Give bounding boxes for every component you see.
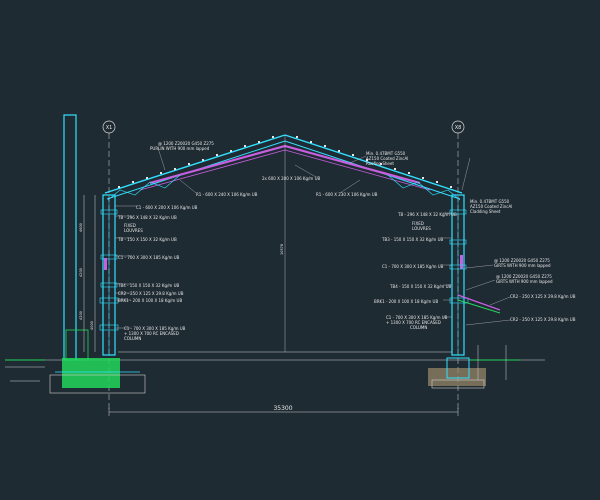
label-c1-left-base-1: C1 - 700 X 300 X 185 Kg/m UB xyxy=(124,326,186,331)
label-girts-3: @ 1200 Z20020 G450 Z275 xyxy=(496,274,552,279)
label-cr-right: CR2 - 250 X 125 X 29.8 Kg/m UB xyxy=(510,294,576,299)
label-cr-right-2: CR2 - 250 X 125 X 29.8 Kg/m UB xyxy=(510,317,576,322)
label-right-sheet-1: Min. 0.47BMT G550 xyxy=(470,199,510,204)
right-column-labels: Min. 0.47BMT G550 AZ150 Coated ZincAl Cl… xyxy=(374,199,576,330)
span-dimension: 35300 xyxy=(108,405,459,416)
label-purlin-top-2: PURLIN WITH 900 mm lapped xyxy=(150,146,210,151)
label-rafter-right: R1 - 600 X 230 X 106 Kg/m UB xyxy=(316,192,378,197)
label-brk-left: BRK1 - 200 X 100 X 18 Kg/m UB xyxy=(118,298,182,303)
label-left-col-top: C1 - 600 X 200 X 106 Kg/m UB xyxy=(136,205,198,210)
roof-rafters xyxy=(104,134,463,201)
label-c1-left-base-3: COLUMN xyxy=(124,336,141,341)
label-purlin-top: @ 1200 Z20020 G450 Z275 xyxy=(158,141,214,146)
right-column xyxy=(449,194,501,356)
height-dim-4: 4000 xyxy=(90,321,94,330)
left-foundation xyxy=(49,329,146,394)
label-c1-left-base-2: + 1300 X 700 RC ENCASED xyxy=(124,331,179,336)
right-small-dimensions xyxy=(477,345,507,380)
height-dim-2: 4200 xyxy=(79,268,83,277)
grid-label-x1: X1 xyxy=(106,125,113,131)
label-tb-left-1: TB - 296 X 148 X 32 Kg/m UB xyxy=(117,215,177,220)
label-right-sheet-2: AZ150 Coated ZincAl xyxy=(470,204,512,209)
label-girts-4: GIRTS WITH 900 mm lapped xyxy=(496,279,553,284)
label-roof-sheet-1: Min. 0.47BMT G550 xyxy=(366,151,406,156)
ridge-dimension: 10578 xyxy=(280,244,284,255)
left-tall-stack xyxy=(63,114,77,361)
label-fixed-left-2: LOUVRES xyxy=(124,228,143,233)
label-c1-left: C1 - 700 X 300 X 185 Kg/m UB xyxy=(118,255,180,260)
label-rafter-left: R1 - 600 X 240 X 106 Kg/m UB xyxy=(196,192,258,197)
label-tb-right-3: TB4 - 150 X 150 X 32 Kg/m UB xyxy=(389,284,452,289)
label-c1-right-base-3: COLUMN xyxy=(410,325,427,330)
label-fixed-right-1: FIXED xyxy=(412,221,424,226)
label-tb-left-2: TB - 150 X 150 X 32 Kg/m UB xyxy=(117,237,177,242)
left-column xyxy=(99,194,119,356)
grid-label-x8: X8 xyxy=(455,125,462,131)
label-fixed-left-1: FIXED xyxy=(124,223,136,228)
leader-lines xyxy=(115,147,511,329)
label-tb-right-1: TB - 296 X 148 X 32 Kg/m UB xyxy=(397,212,457,217)
ridge-centerline: 10578 xyxy=(280,135,286,352)
label-tb-right-2: TB3 - 150 X 150 X 32 Kg/m UB xyxy=(381,237,444,242)
height-dim-1: 4600 xyxy=(79,223,83,232)
label-c1-right: C1 - 700 X 300 X 185 Kg/m UB xyxy=(382,264,444,269)
right-foundation xyxy=(428,357,486,389)
label-roof-sheet-3: Roofing Sheet xyxy=(366,161,394,166)
label-apex: 2x 600 X 200 X 106 Kg/m UB xyxy=(262,176,321,181)
label-roof-sheet-2: AZ150 Coated ZincAl xyxy=(366,156,408,161)
label-cr-left: CR2 - 250 X 125 X 29.8 Kg/m UB xyxy=(118,291,184,296)
label-right-sheet-3: Cladding Sheet xyxy=(470,209,501,214)
label-girts-1: @ 1200 Z20020 G450 Z275 xyxy=(494,258,550,263)
label-brk-right: BRK1 - 200 X 100 X 18 Kg/m UB xyxy=(374,299,438,304)
label-c1-right-base-1: C1 - 700 X 300 X 185 Kg/m UB xyxy=(386,315,448,320)
span-dimension-text: 35300 xyxy=(273,405,292,412)
roof-labels: @ 1200 Z20020 G450 Z275 PURLIN WITH 900 … xyxy=(150,141,408,197)
left-height-dimensions: 4600 4200 4200 4000 xyxy=(79,195,96,352)
label-girts-2: GIRTS WITH 900 mm lapped xyxy=(494,263,551,268)
height-dim-3: 4200 xyxy=(79,311,83,320)
left-column-labels: C1 - 600 X 200 X 106 Kg/m UB TB - 296 X … xyxy=(117,205,198,341)
label-c1-right-base-2: + 1300 X 700 RC ENCASED xyxy=(386,320,441,325)
label-fixed-right-2: LOUVRES xyxy=(412,226,431,231)
label-tb-left-3: TB4 - 150 X 150 X 32 Kg/m UB xyxy=(117,283,180,288)
